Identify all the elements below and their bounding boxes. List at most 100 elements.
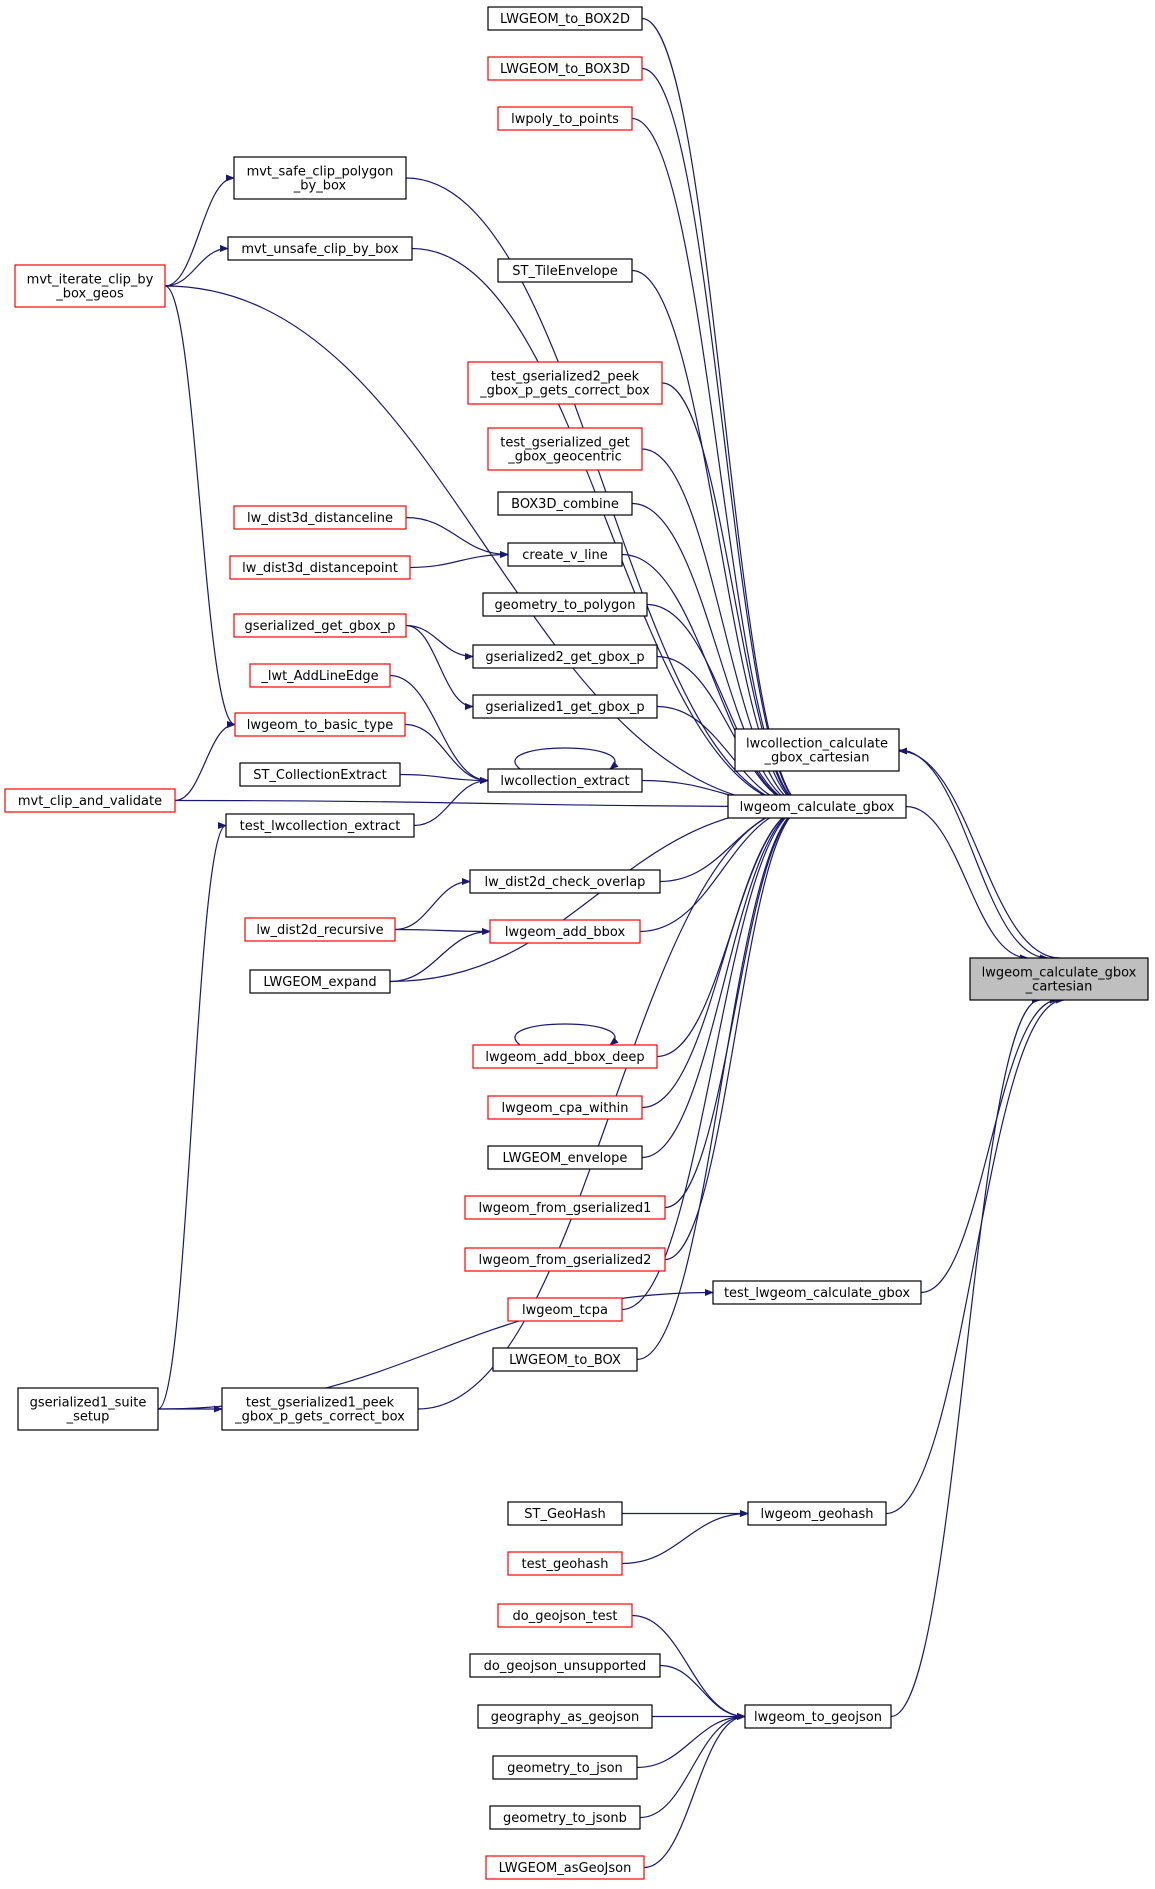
node-mvt-clip-and-validate[interactable]: mvt_clip_and_validate bbox=[4, 788, 176, 813]
node-label: lwgeom_from_gserialized2 bbox=[479, 1253, 652, 1268]
call-edge bbox=[409, 550, 509, 569]
call-edge bbox=[621, 553, 807, 811]
node-label: LWGEOM_to_BOX bbox=[509, 1353, 621, 1368]
node-lwgeom-from-gserialized2[interactable]: lwgeom_from_gserialized2 bbox=[464, 1247, 666, 1272]
node-test-gserialized2-peek[interactable]: test_gserialized2_peek_gbox_p_gets_corre… bbox=[467, 361, 663, 405]
node-label: LWGEOM_asGeoJson bbox=[499, 1861, 632, 1876]
node-lwgeom-to-basic-type[interactable]: lwgeom_to_basic_type bbox=[234, 712, 406, 737]
node-label: LWGEOM_to_BOX2D bbox=[500, 12, 630, 27]
node-label: geometry_to_jsonb bbox=[503, 1811, 627, 1826]
node-label: geography_as_geojson bbox=[491, 1710, 639, 1725]
call-edge bbox=[641, 448, 807, 811]
node-lwgeom-add-bbox[interactable]: lwgeom_add_bbox bbox=[489, 919, 641, 944]
node-lwgeom-to-box3d[interactable]: LWGEOM_to_BOX3D bbox=[487, 56, 643, 81]
node-lwgeom-from-gserialized1[interactable]: lwgeom_from_gserialized1 bbox=[464, 1195, 666, 1220]
node-lwgeom-asgeojson[interactable]: LWGEOM_asGeoJson bbox=[485, 1855, 645, 1880]
node-lwgeom-envelope[interactable]: LWGEOM_envelope bbox=[487, 1145, 643, 1170]
node-box bbox=[467, 361, 663, 405]
node-geometry-to-polygon[interactable]: geometry_to_polygon bbox=[482, 592, 648, 617]
node-label: test_lwgeom_calculate_gbox bbox=[724, 1286, 910, 1301]
node-test-gserialized1-peek[interactable]: test_gserialized1_peek_gbox_p_gets_corre… bbox=[221, 1387, 419, 1431]
node-lwcollection-extract[interactable]: lwcollection_extract bbox=[487, 768, 643, 793]
node-lwgeom-calculate-gbox-cartesian[interactable]: lwgeom_calculate_gbox_cartesian bbox=[969, 957, 1149, 1001]
node-box bbox=[472, 1044, 658, 1069]
node-label: geometry_to_polygon bbox=[494, 598, 635, 613]
node-box bbox=[492, 1755, 638, 1780]
node-box bbox=[744, 1704, 892, 1729]
node-label: lwgeom_geohash bbox=[760, 1507, 873, 1522]
node-label: lw_dist2d_recursive bbox=[256, 923, 383, 938]
node-box bbox=[14, 264, 166, 308]
node-geometry-to-jsonb[interactable]: geometry_to_jsonb bbox=[489, 1805, 641, 1830]
node-label: mvt_safe_clip_polygon bbox=[247, 165, 394, 180]
node-test-lwcollection-extract[interactable]: test_lwcollection_extract bbox=[225, 813, 415, 838]
node-geography-as-geojson[interactable]: geography_as_geojson bbox=[477, 1704, 653, 1729]
node-box bbox=[472, 644, 658, 669]
node-geometry-to-json[interactable]: geometry_to_json bbox=[492, 1755, 638, 1780]
node-label: lwgeom_to_geojson bbox=[754, 1710, 882, 1725]
call-edge bbox=[405, 624, 474, 661]
node-test-lwgeom-calculate-gbox[interactable]: test_lwgeom_calculate_gbox bbox=[712, 1280, 922, 1305]
node-box bbox=[489, 1805, 641, 1830]
node-label: create_v_line bbox=[522, 548, 607, 563]
node-lw-dist3d-distancepoint[interactable]: lw_dist3d_distancepoint bbox=[229, 555, 411, 580]
node-box bbox=[487, 427, 643, 471]
call-edge bbox=[164, 244, 229, 287]
node-test-geohash[interactable]: test_geohash bbox=[507, 1551, 623, 1576]
node-lwgeom-to-box[interactable]: LWGEOM_to_BOX bbox=[492, 1347, 638, 1372]
call-edge bbox=[641, 802, 807, 1109]
node-lwgeom-expand[interactable]: LWGEOM_expand bbox=[249, 969, 391, 994]
node-st-geohash[interactable]: ST_GeoHash bbox=[507, 1501, 623, 1526]
node-mvt-unsafe-clip-by-box[interactable]: mvt_unsafe_clip_by_box bbox=[227, 236, 413, 261]
call-edge bbox=[898, 747, 1061, 959]
call-edge bbox=[659, 1664, 746, 1721]
call-edge bbox=[631, 269, 807, 811]
node-gserialized2-get-gbox-p[interactable]: gserialized2_get_gbox_p bbox=[472, 644, 658, 669]
node-label: do_geojson_unsupported bbox=[484, 1659, 647, 1674]
node-lwcollection-calculate-gbox-cartesian[interactable]: lwcollection_calculate_gbox_cartesian bbox=[734, 728, 900, 772]
call-edge bbox=[174, 720, 236, 802]
node-box bbox=[497, 106, 633, 131]
node-lwgeom-to-geojson[interactable]: lwgeom_to_geojson bbox=[744, 1704, 892, 1729]
node-do-geojson-unsupported[interactable]: do_geojson_unsupported bbox=[469, 1653, 661, 1678]
call-edge bbox=[404, 723, 489, 785]
node-lwgeom-tcpa[interactable]: lwgeom_tcpa bbox=[507, 1297, 623, 1322]
node-create-v-line[interactable]: create_v_line bbox=[507, 542, 623, 567]
node-gserialized1-suite-setup[interactable]: gserialized1_suite_setup bbox=[17, 1387, 159, 1431]
node-box bbox=[249, 969, 391, 994]
node-lwpoly-to-points[interactable]: lwpoly_to_points bbox=[497, 106, 633, 131]
node-box bbox=[225, 813, 415, 838]
node-box3d-combine[interactable]: BOX3D_combine bbox=[497, 491, 633, 516]
node--lwt-addlineedge[interactable]: _lwt_AddLineEdge bbox=[249, 663, 391, 688]
node-label: lwgeom_calculate_gbox bbox=[740, 800, 895, 815]
node-box bbox=[747, 1501, 887, 1526]
node-box bbox=[233, 505, 407, 530]
node-st-tileenvelope[interactable]: ST_TileEnvelope bbox=[497, 258, 633, 283]
node-label: _box_geos bbox=[55, 287, 124, 302]
node-lw-dist2d-check-overlap[interactable]: lw_dist2d_check_overlap bbox=[469, 869, 661, 894]
node-label: test_lwcollection_extract bbox=[240, 819, 401, 834]
node-gserialized-get-gbox-p[interactable]: gserialized_get_gbox_p bbox=[233, 613, 407, 638]
node-label: ST_GeoHash bbox=[524, 1507, 605, 1522]
call-edge bbox=[164, 285, 807, 811]
node-lw-dist2d-recursive[interactable]: lw_dist2d_recursive bbox=[244, 917, 396, 942]
node-box bbox=[239, 762, 401, 787]
node-lwgeom-cpa-within[interactable]: lwgeom_cpa_within bbox=[487, 1095, 643, 1120]
call-edge bbox=[514, 1023, 619, 1046]
node-box bbox=[487, 56, 643, 81]
node-st-collectionextract[interactable]: ST_CollectionExtract bbox=[239, 762, 401, 787]
node-lwgeom-calculate-gbox[interactable]: lwgeom_calculate_gbox bbox=[727, 794, 907, 819]
call-edge bbox=[641, 67, 807, 811]
node-gserialized1-get-gbox-p[interactable]: gserialized1_get_gbox_p bbox=[472, 694, 658, 719]
node-do-geojson-test[interactable]: do_geojson_test bbox=[497, 1603, 633, 1628]
node-lw-dist3d-distanceline[interactable]: lw_dist3d_distanceline bbox=[233, 505, 407, 530]
node-lwgeom-geohash[interactable]: lwgeom_geohash bbox=[747, 1501, 887, 1526]
node-mvt-iterate-clip-by-box-geos[interactable]: mvt_iterate_clip_by_box_geos bbox=[14, 264, 166, 308]
node-lwgeom-add-bbox-deep[interactable]: lwgeom_add_bbox_deep bbox=[472, 1044, 658, 1069]
node-mvt-safe-clip-polygon-by-box[interactable]: mvt_safe_clip_polygon_by_box bbox=[233, 156, 407, 200]
node-label: _gbox_p_gets_correct_box bbox=[234, 1410, 405, 1425]
node-box bbox=[507, 1501, 623, 1526]
node-box bbox=[469, 869, 661, 894]
node-test-gserialized-get-gbox-geocentric[interactable]: test_gserialized_get_gbox_geocentric bbox=[487, 427, 643, 471]
node-lwgeom-to-box2d[interactable]: LWGEOM_to_BOX2D bbox=[487, 6, 643, 31]
